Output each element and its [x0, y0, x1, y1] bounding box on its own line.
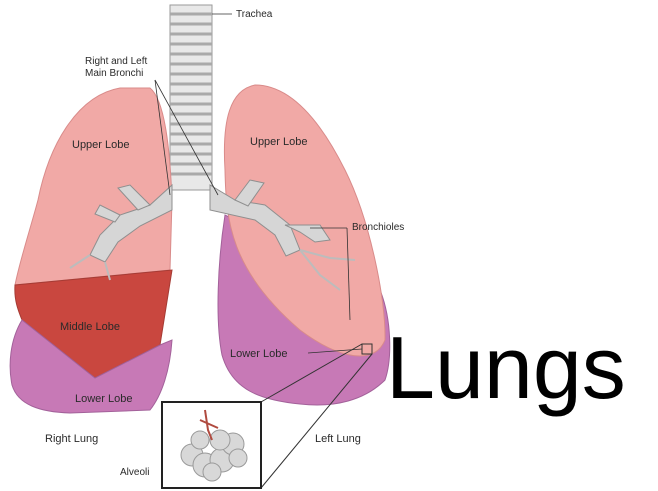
- middle-lobe-label: Middle Lobe: [60, 321, 120, 333]
- left-lung-label: Left Lung: [315, 433, 361, 445]
- trachea: [170, 5, 212, 190]
- upper-lobe-left-label: Upper Lobe: [250, 136, 308, 148]
- alveoli-label: Alveoli: [120, 467, 149, 478]
- trachea-label: Trachea: [236, 9, 273, 20]
- upper-lobe-right-label: Upper Lobe: [72, 139, 130, 151]
- page-title: Lungs: [386, 318, 626, 417]
- bronchioles-label: Bronchioles: [352, 222, 404, 233]
- lower-lobe-right-label: Lower Lobe: [75, 393, 133, 405]
- right-lung-label: Right Lung: [45, 433, 98, 445]
- main-bronchi-label-line2: Main Bronchi: [85, 68, 143, 79]
- lower-lobe-left-label: Lower Lobe: [230, 348, 288, 360]
- main-bronchi-label-line1: Right and Left: [85, 56, 147, 67]
- right-lung: [10, 88, 172, 413]
